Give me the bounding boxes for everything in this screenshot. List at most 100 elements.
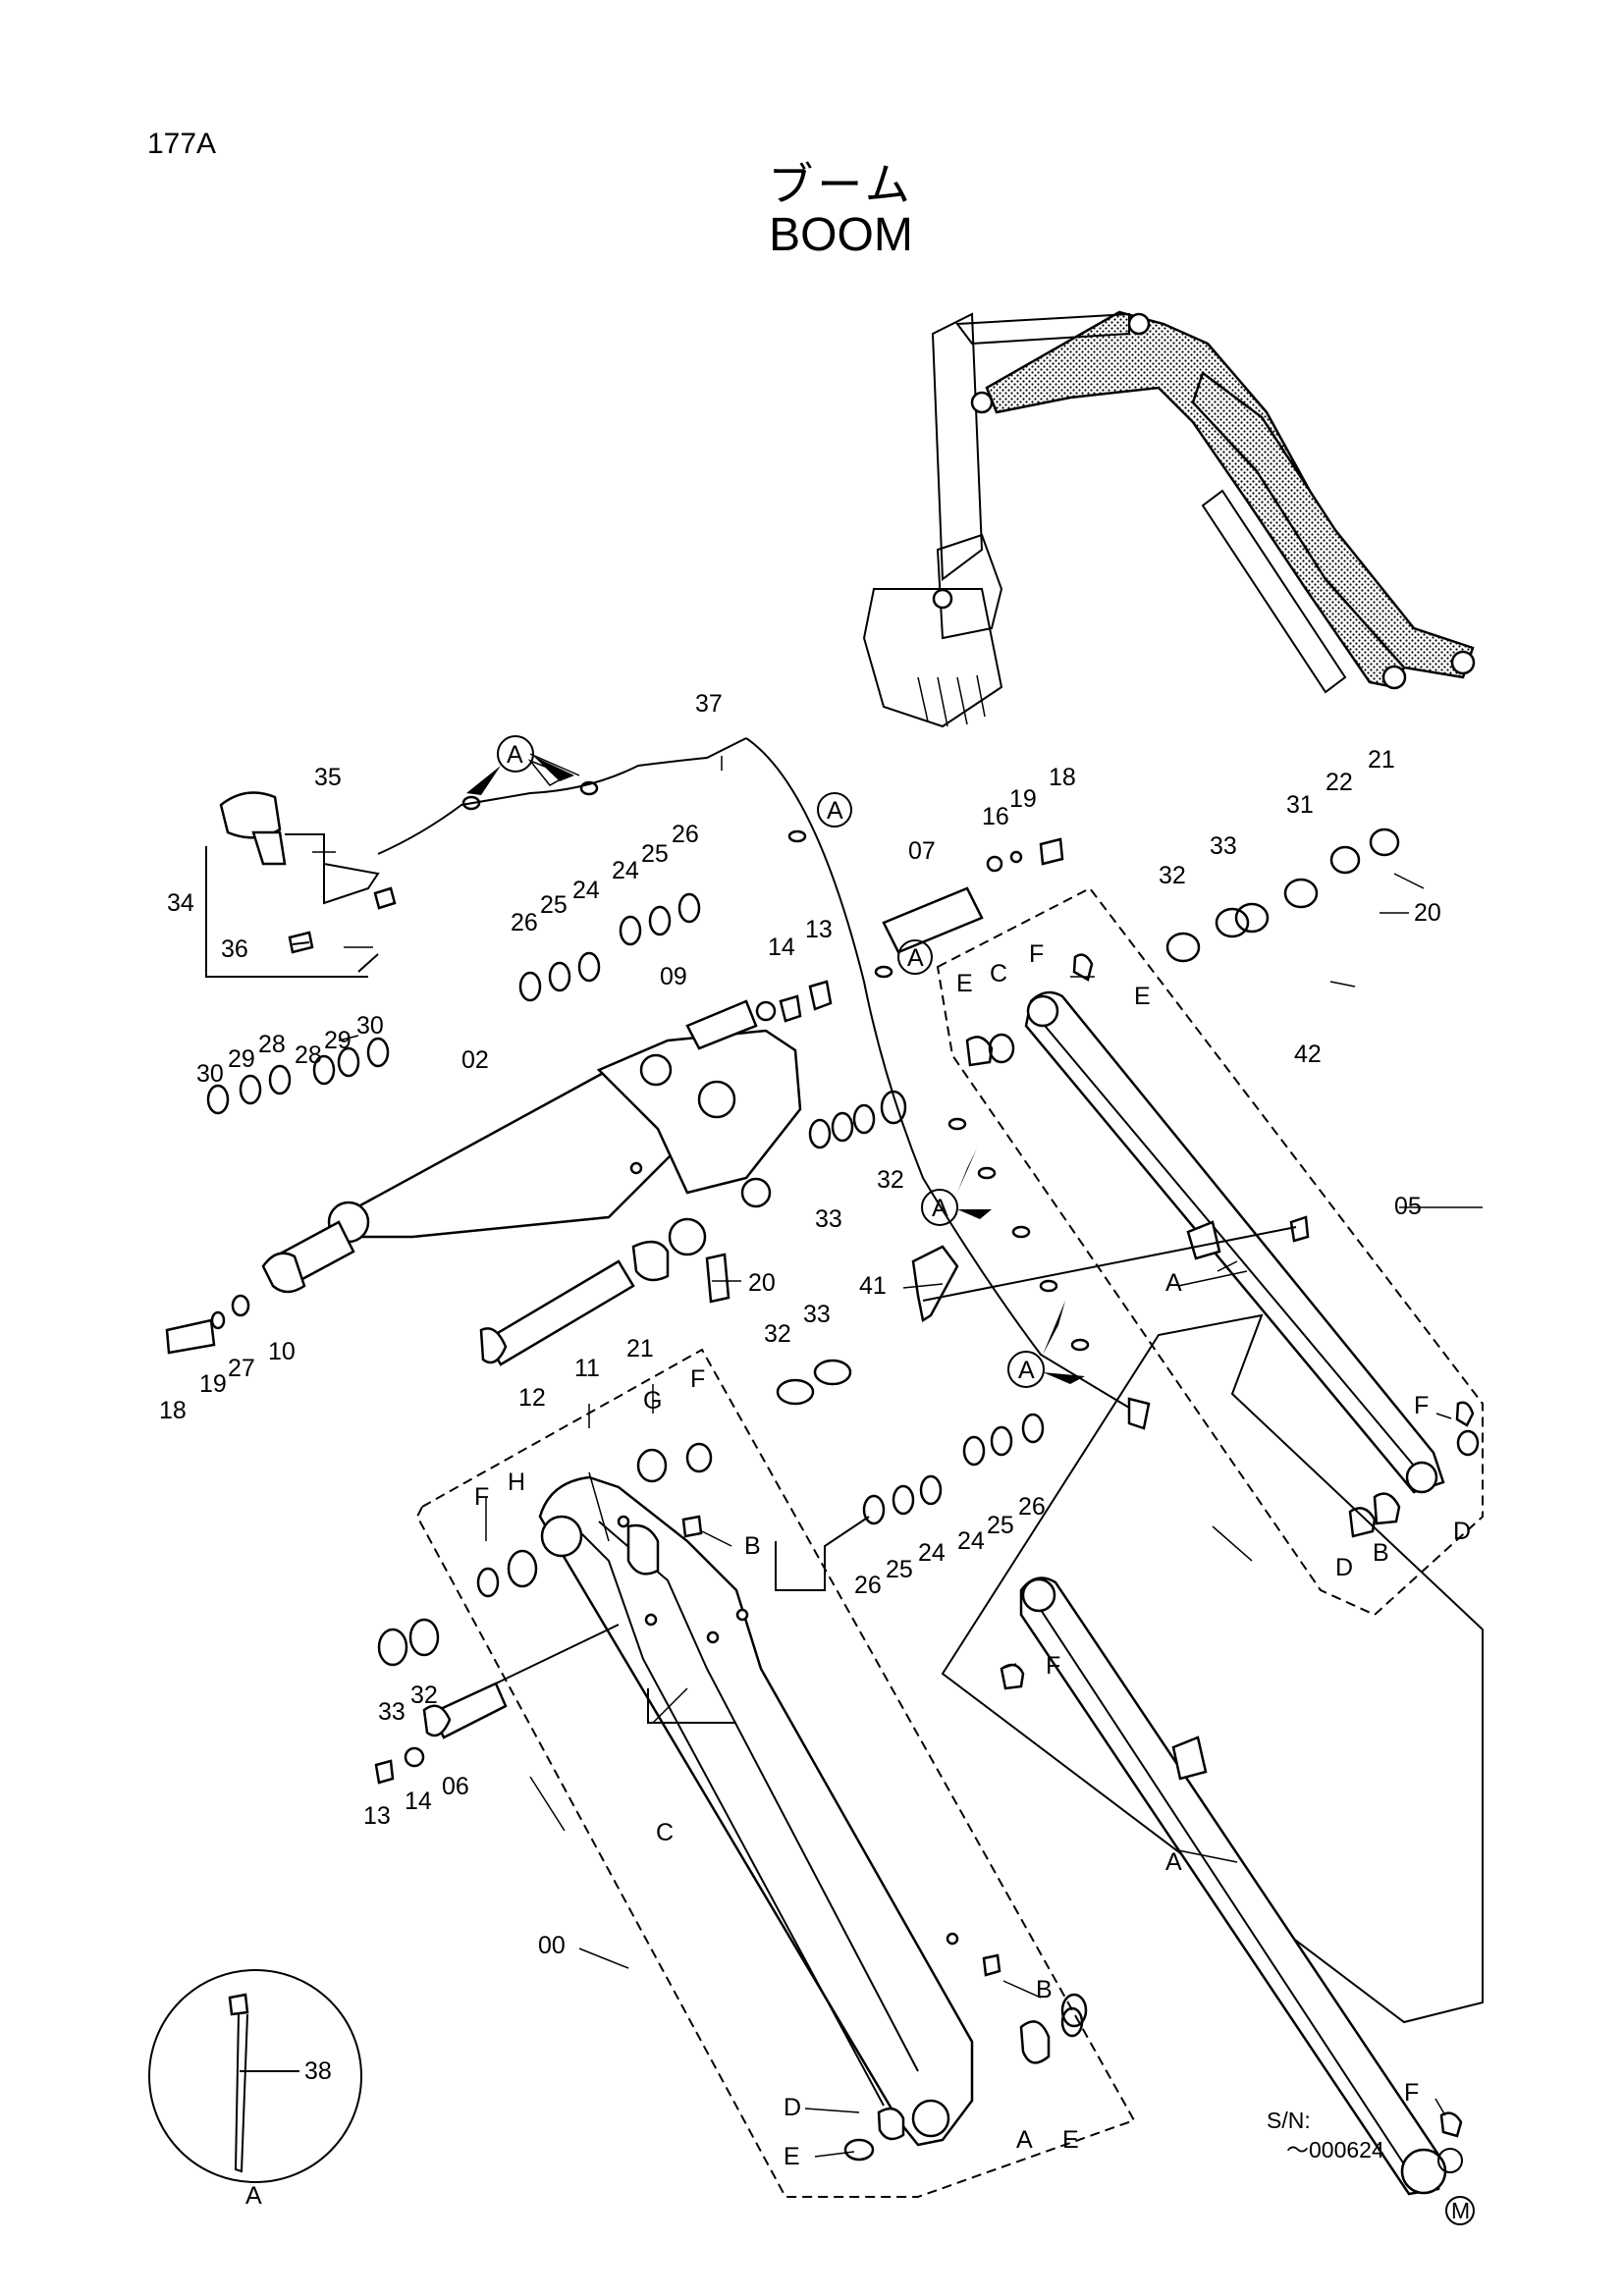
m-mark-letter: M xyxy=(1451,2198,1470,2223)
letter-f3: F xyxy=(690,1365,705,1393)
letter-a1: A xyxy=(507,741,523,769)
callout-13a: 13 xyxy=(805,916,833,943)
letter-f5: F xyxy=(1046,1652,1060,1680)
callout-22: 22 xyxy=(1325,769,1353,796)
callout-25d: 25 xyxy=(987,1512,1014,1539)
callout-21b: 21 xyxy=(626,1335,654,1362)
callout-26b: 26 xyxy=(672,821,699,848)
letter-a7: A xyxy=(1165,1848,1182,1876)
letter-a5: A xyxy=(1018,1357,1035,1384)
letter-b2: B xyxy=(1036,1976,1053,2003)
callout-24d: 24 xyxy=(957,1527,985,1555)
callout-10: 10 xyxy=(268,1338,296,1365)
callout-30b: 30 xyxy=(356,1012,384,1040)
callout-32c: 32 xyxy=(764,1320,791,1348)
callout-32b: 32 xyxy=(877,1166,904,1194)
letter-a6: A xyxy=(1165,1269,1182,1297)
washer-stacks xyxy=(206,828,1400,1667)
callout-38: 38 xyxy=(304,2057,332,2085)
letter-f4: F xyxy=(474,1483,489,1511)
leader-lines xyxy=(312,756,1483,2158)
callout-29a: 29 xyxy=(228,1045,255,1073)
letter-f2: F xyxy=(1414,1392,1429,1419)
callout-31: 31 xyxy=(1286,791,1314,819)
reference-letters: A A A A A A A A A B B B C C D D D E E E … xyxy=(245,741,1471,2210)
callout-25a: 25 xyxy=(540,891,568,919)
boom-base-bracket xyxy=(327,1029,802,1304)
callout-26c: 26 xyxy=(854,1572,882,1599)
pins-and-fasteners-left xyxy=(165,837,1310,1366)
letter-e2: E xyxy=(1134,983,1151,1010)
excavator-overview-illustration xyxy=(862,310,1476,728)
callout-14b: 14 xyxy=(405,1788,432,1815)
callout-30a: 30 xyxy=(196,1060,224,1088)
callout-29b: 29 xyxy=(324,1027,352,1054)
callout-26d: 26 xyxy=(1018,1493,1046,1521)
serial-note-label: S/N: xyxy=(1267,2108,1311,2133)
callout-02: 02 xyxy=(461,1046,489,1074)
letter-c2: C xyxy=(656,1819,674,1846)
callout-28a: 28 xyxy=(258,1031,286,1058)
callout-20b: 20 xyxy=(748,1269,776,1297)
title-english: BOOM xyxy=(769,209,913,261)
letter-d1: D xyxy=(1453,1518,1471,1545)
callout-34: 34 xyxy=(167,889,194,917)
letter-h1: H xyxy=(508,1468,525,1496)
callout-06: 06 xyxy=(442,1773,469,1800)
letter-a8: A xyxy=(1016,2126,1033,2154)
callout-33c: 33 xyxy=(803,1301,831,1328)
letter-b1: B xyxy=(744,1532,761,1560)
letter-a9: A xyxy=(245,2182,262,2210)
title-japanese: ブーム xyxy=(768,158,914,211)
letter-g1: G xyxy=(643,1387,662,1415)
callout-36: 36 xyxy=(221,935,248,963)
letter-f1: F xyxy=(1029,940,1044,968)
letter-e3: E xyxy=(1062,2126,1079,2154)
callout-09: 09 xyxy=(660,963,687,990)
letter-e1: E xyxy=(956,970,973,997)
serial-number-note: S/N: ～000624 xyxy=(1267,2108,1384,2163)
callout-27: 27 xyxy=(228,1355,255,1382)
letter-a3: A xyxy=(907,944,924,972)
link-group-05 xyxy=(911,886,1484,1617)
page-code: 177A xyxy=(147,128,217,160)
callout-12: 12 xyxy=(518,1384,546,1412)
callout-19b: 19 xyxy=(199,1370,227,1398)
callout-32d: 32 xyxy=(410,1682,438,1709)
callout-14a: 14 xyxy=(768,934,795,961)
callout-33b: 33 xyxy=(815,1205,842,1233)
letter-f6: F xyxy=(1404,2079,1419,2107)
letter-a2: A xyxy=(827,797,843,825)
callout-32a: 32 xyxy=(1159,862,1186,889)
callout-42: 42 xyxy=(1294,1041,1322,1068)
callout-05: 05 xyxy=(1394,1193,1422,1220)
circled-callouts xyxy=(466,735,1463,2173)
callout-13b: 13 xyxy=(363,1802,391,1830)
callout-18b: 18 xyxy=(159,1397,187,1424)
serial-note-range: ～000624 xyxy=(1286,2137,1384,2163)
callout-07: 07 xyxy=(908,837,936,865)
letter-d2: D xyxy=(1335,1554,1353,1581)
callout-20a: 20 xyxy=(1414,899,1441,927)
letter-e4: E xyxy=(784,2143,800,2170)
letter-a4: A xyxy=(932,1195,948,1222)
callout-33a: 33 xyxy=(1210,832,1237,860)
callout-25c: 25 xyxy=(886,1556,913,1583)
detail-view-a xyxy=(148,1969,362,2183)
callout-24c: 24 xyxy=(918,1539,946,1567)
callout-labels: 37 35 34 36 26 25 24 24 25 26 09 14 13 0… xyxy=(159,690,1441,2085)
callout-18a: 18 xyxy=(1049,764,1076,791)
wiring-harness-assembly xyxy=(205,737,1151,1430)
callout-35: 35 xyxy=(314,764,342,791)
boom-assembly-00 xyxy=(374,1348,1136,2198)
letter-c1: C xyxy=(990,960,1007,988)
callout-11: 11 xyxy=(574,1355,600,1382)
callout-19a: 19 xyxy=(1009,785,1037,813)
callout-24b: 24 xyxy=(612,857,639,884)
callout-33d: 33 xyxy=(378,1698,406,1726)
callout-16: 16 xyxy=(982,803,1009,830)
alternate-link-view xyxy=(941,1313,1484,2196)
callout-26a: 26 xyxy=(511,909,538,936)
callout-24a: 24 xyxy=(572,877,600,904)
